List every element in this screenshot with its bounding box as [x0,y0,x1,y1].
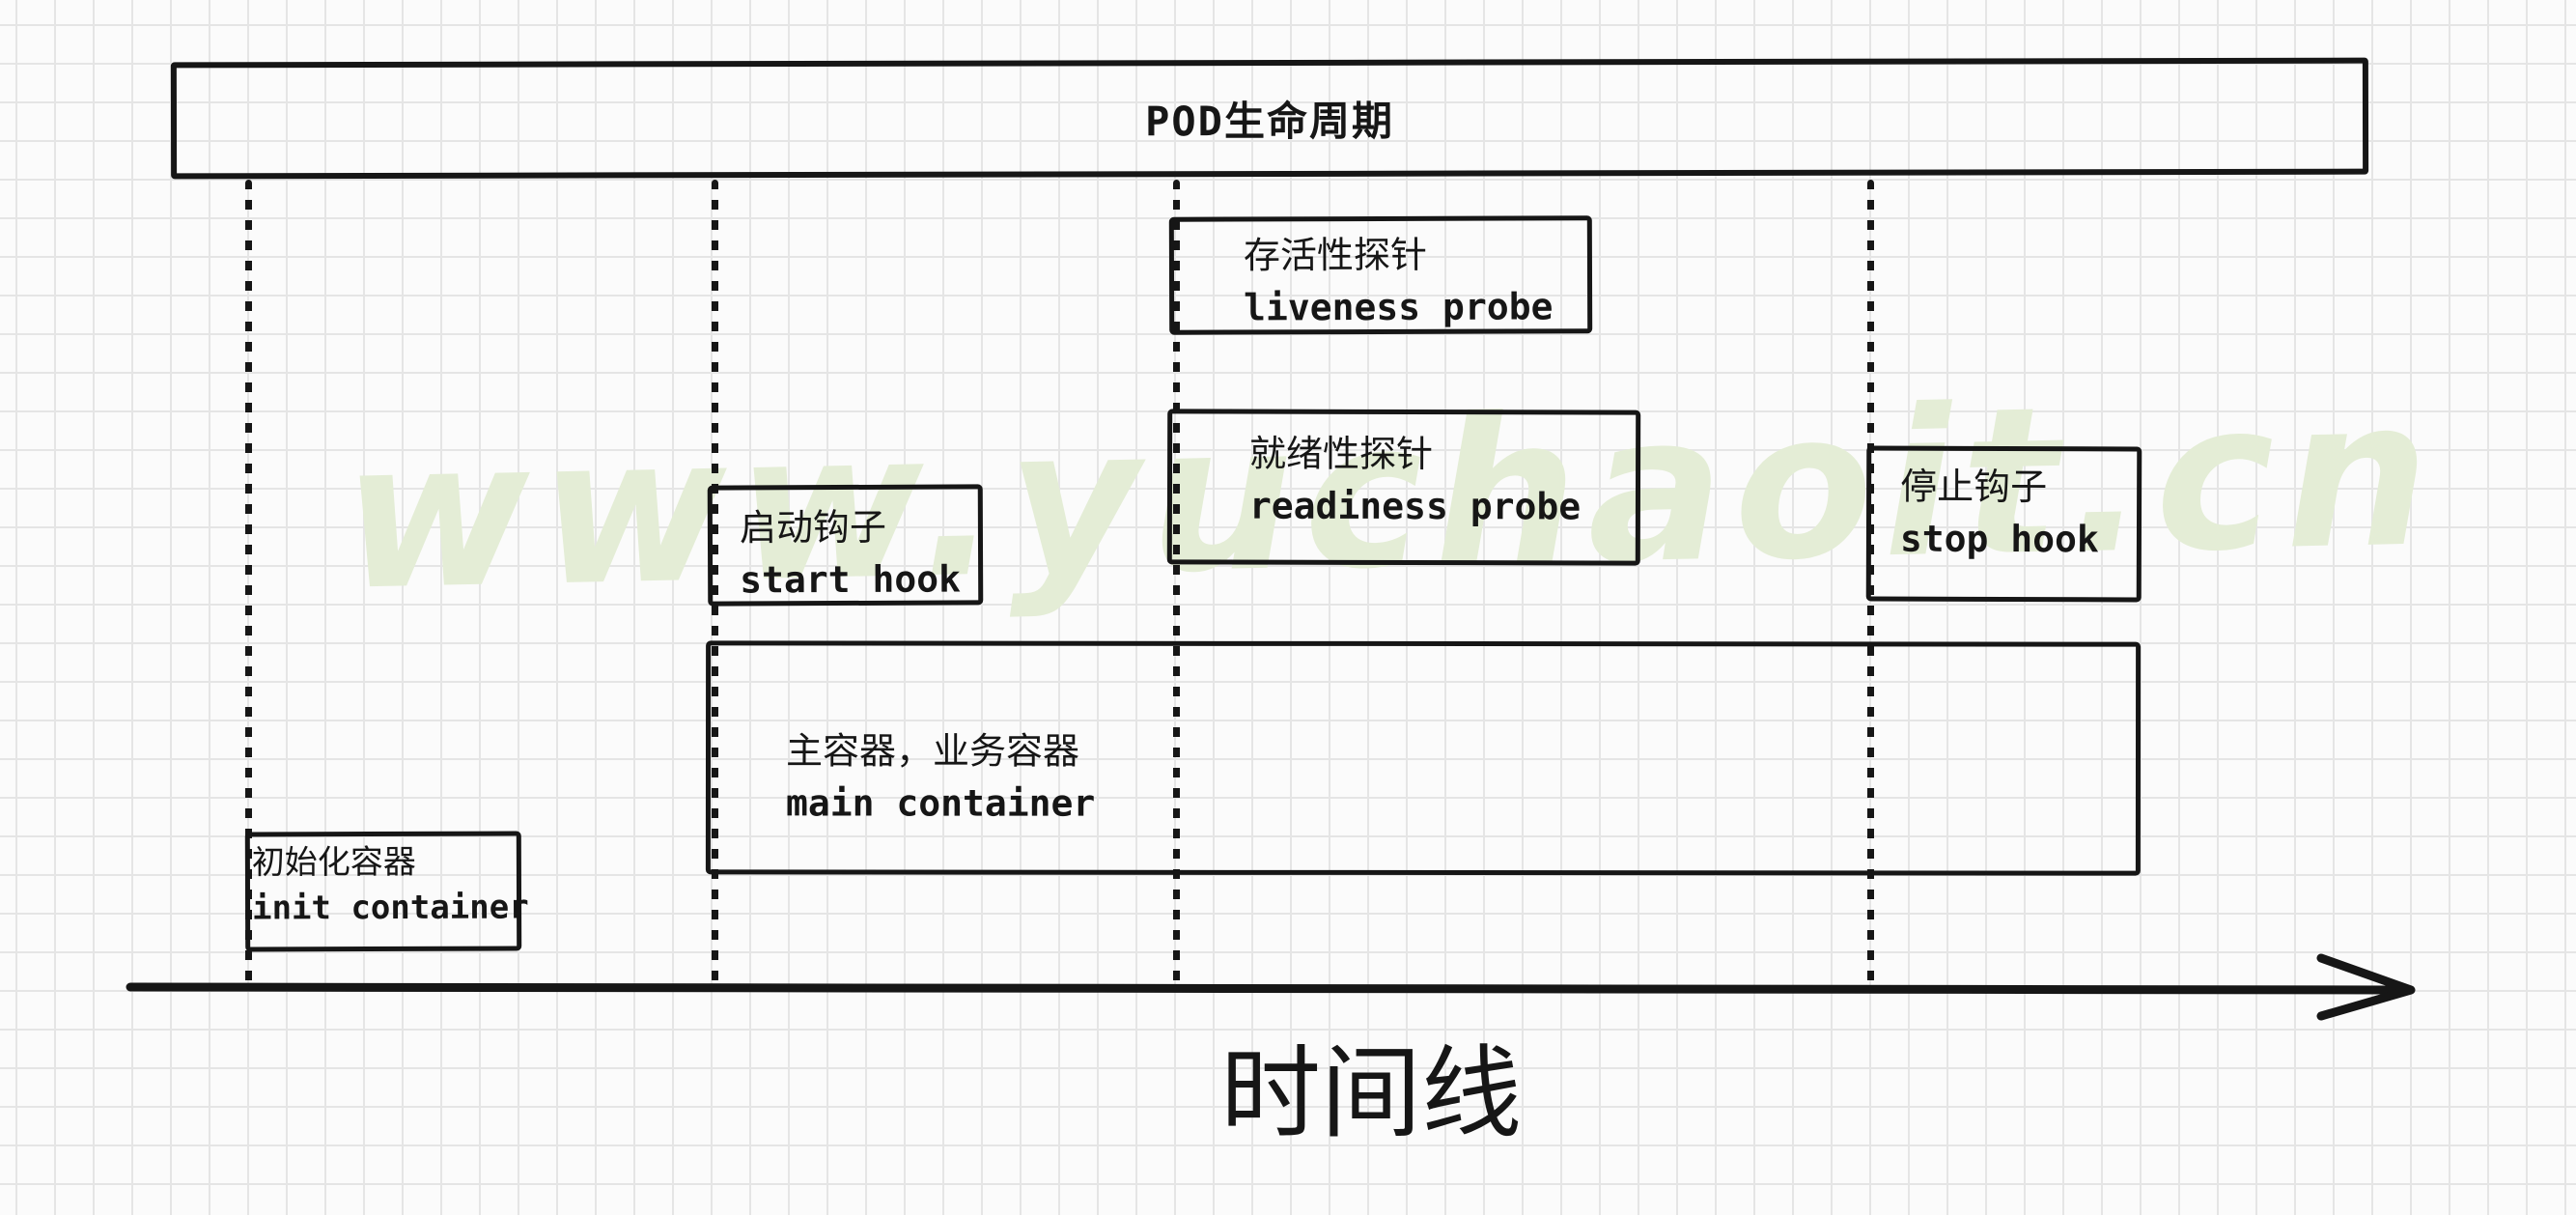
timeline-label: 时间线 [1219,1038,1522,1150]
dotted-line-main-start [712,180,718,987]
dotted-line-probe-start [1173,180,1180,987]
dotted-line-stop [1867,180,1874,987]
dotted-line-init-start [245,180,252,987]
